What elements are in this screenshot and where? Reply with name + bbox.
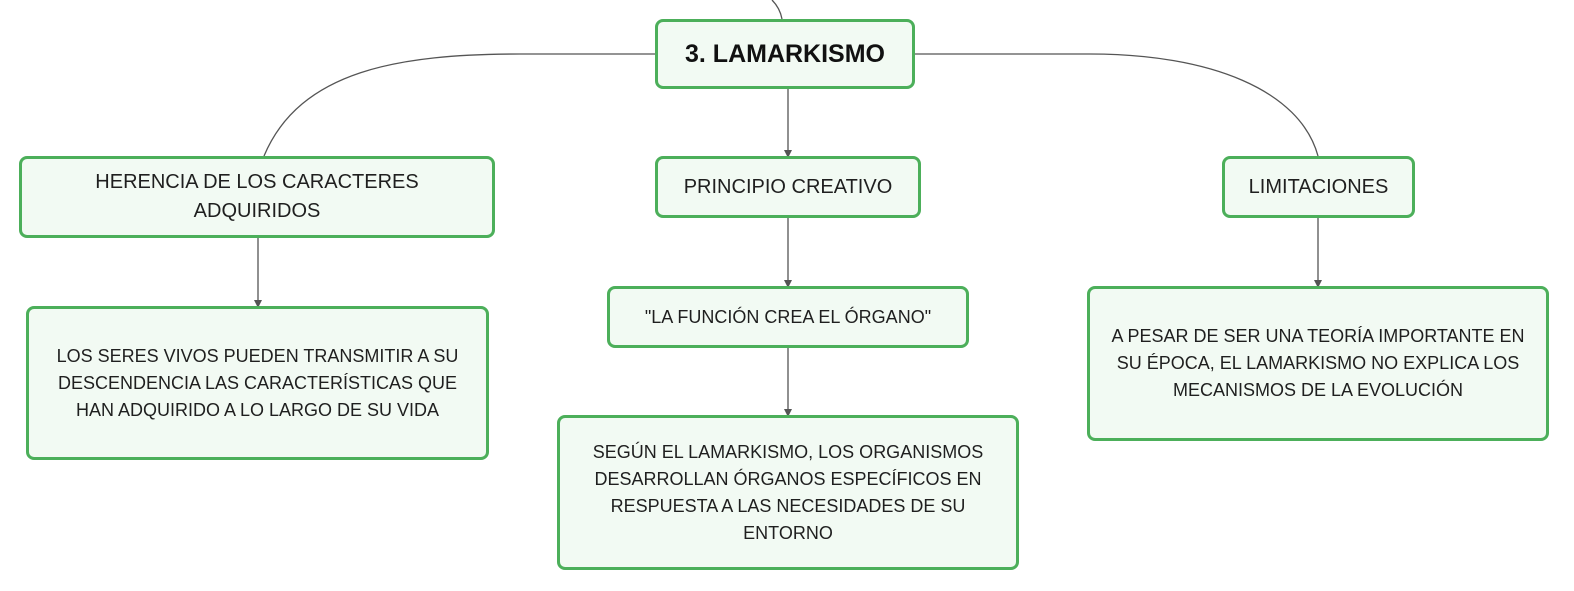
funcion-crea-organo-text: "LA FUNCIÓN CREA EL ÓRGANO" xyxy=(644,306,932,327)
principio-creativo-node-label: PRINCIPIO CREATIVO xyxy=(683,175,893,198)
herencia-node-label: HERENCIA DE LOS CARACTERES ADQUIRIDOS xyxy=(95,171,419,222)
herencia-node[interactable]: HERENCIA DE LOS CARACTERES ADQUIRIDOS xyxy=(19,156,495,238)
herencia-detail-text: LOS SERES VIVOS PUEDEN TRANSMITIR A SU D… xyxy=(56,345,459,420)
funcion-crea-organo-node[interactable]: "LA FUNCIÓN CREA EL ÓRGANO" xyxy=(607,286,969,348)
limitaciones-node[interactable]: LIMITACIONES xyxy=(1222,156,1415,218)
principio-creativo-node[interactable]: PRINCIPIO CREATIVO xyxy=(655,156,921,218)
root-node[interactable]: 3. LAMARKISMO xyxy=(655,19,915,89)
limitaciones-detail-text: A PESAR DE SER UNA TEORÍA IMPORTANTE EN … xyxy=(1111,326,1525,400)
principio-detail-text: SEGÚN EL LAMARKISMO, LOS ORGANISMOS DESA… xyxy=(592,441,984,543)
connector-parent-to-root xyxy=(771,0,783,20)
limitaciones-node-label: LIMITACIONES xyxy=(1248,175,1389,198)
limitaciones-detail-node[interactable]: A PESAR DE SER UNA TEORÍA IMPORTANTE EN … xyxy=(1087,286,1549,441)
root-node-label: 3. LAMARKISMO xyxy=(685,39,885,68)
herencia-detail-node[interactable]: LOS SERES VIVOS PUEDEN TRANSMITIR A SU D… xyxy=(26,306,489,460)
connector-root-to-herencia xyxy=(263,53,655,157)
connector-root-to-limitaciones xyxy=(915,53,1319,157)
principio-detail-node[interactable]: SEGÚN EL LAMARKISMO, LOS ORGANISMOS DESA… xyxy=(557,415,1019,570)
